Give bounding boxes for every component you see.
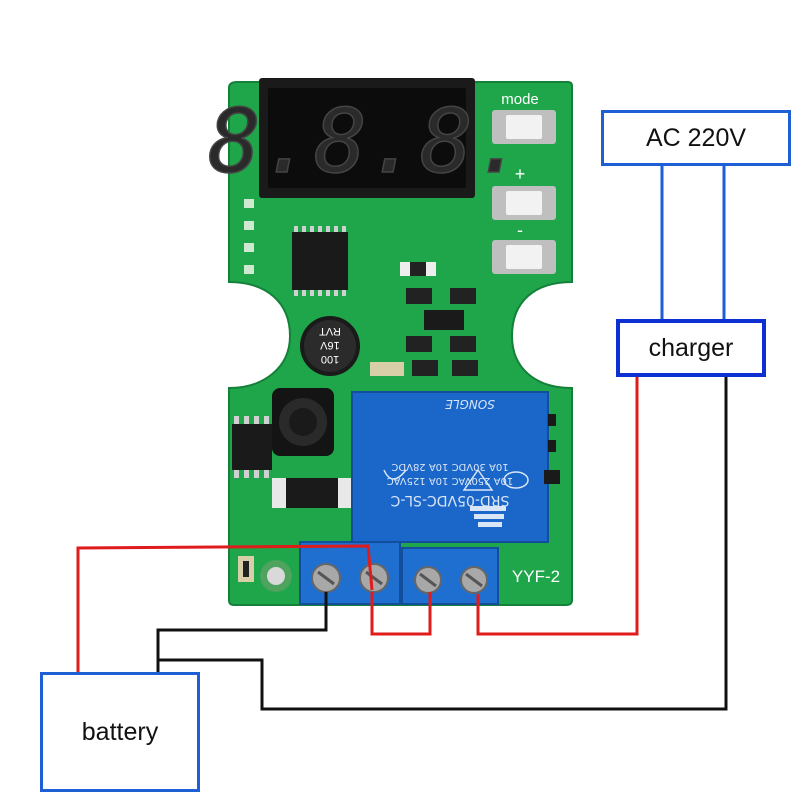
electrolytic-capacitor: 100 16V RVT [300,316,360,376]
red-wire-battery [76,544,374,672]
red-wire-jumper [370,592,432,636]
bottom-left-parts [238,556,292,592]
board-model-label: YYF-2 [512,567,560,586]
relay-model-text: SRD-05VDC-SL-C [390,492,509,508]
ac-220v-box: AC 220V [601,110,791,166]
red-wire-charger [476,377,639,636]
capacitor-text-1: 100 [321,353,339,365]
right-pads [544,414,560,484]
plus-button-label: + [515,164,526,184]
minus-button[interactable] [492,240,556,274]
mode-button-label: mode [501,91,539,108]
solder-pads [244,199,254,274]
battery-label: battery [81,717,159,746]
relay-module-board: 8.8.8. mode + - [207,78,573,606]
black-wire-battery-charger [158,377,728,711]
terminal-block-left [299,541,401,605]
relay-rating-2: 10A 30VDC 10A 28VDC [391,461,508,472]
capacitor-text-2: 16V [320,339,340,351]
relay-rating-1: 10A 250VAC 10A 125VAC [387,475,514,486]
wires [76,166,728,711]
diode [272,478,352,508]
certification-icons [383,468,529,491]
capacitor-text-3: RVT [319,325,341,337]
charger-label: charger [648,333,734,362]
seven-segment-display: 8.8.8. [207,78,527,198]
black-wire-battery-terminal [156,592,328,672]
regulator-ic [232,416,272,478]
charger-box: charger [616,319,766,377]
ic-chip [292,226,348,296]
plus-button[interactable] [492,186,556,220]
smd-components [370,262,478,376]
power-inductor [272,388,334,456]
terminal-block-right [401,547,499,605]
relay-brand-text: SONGLE [445,397,495,411]
minus-button-label: - [517,220,523,240]
songle-logo-icon [470,506,506,527]
mode-button[interactable] [492,110,556,144]
ac-220v-label: AC 220V [645,123,747,152]
battery-box: battery [40,672,200,792]
display-digits: 8.8.8. [208,90,526,193]
relay: SRD-05VDC-SL-C 10A 250VAC 10A 125VAC 10A… [351,391,549,543]
